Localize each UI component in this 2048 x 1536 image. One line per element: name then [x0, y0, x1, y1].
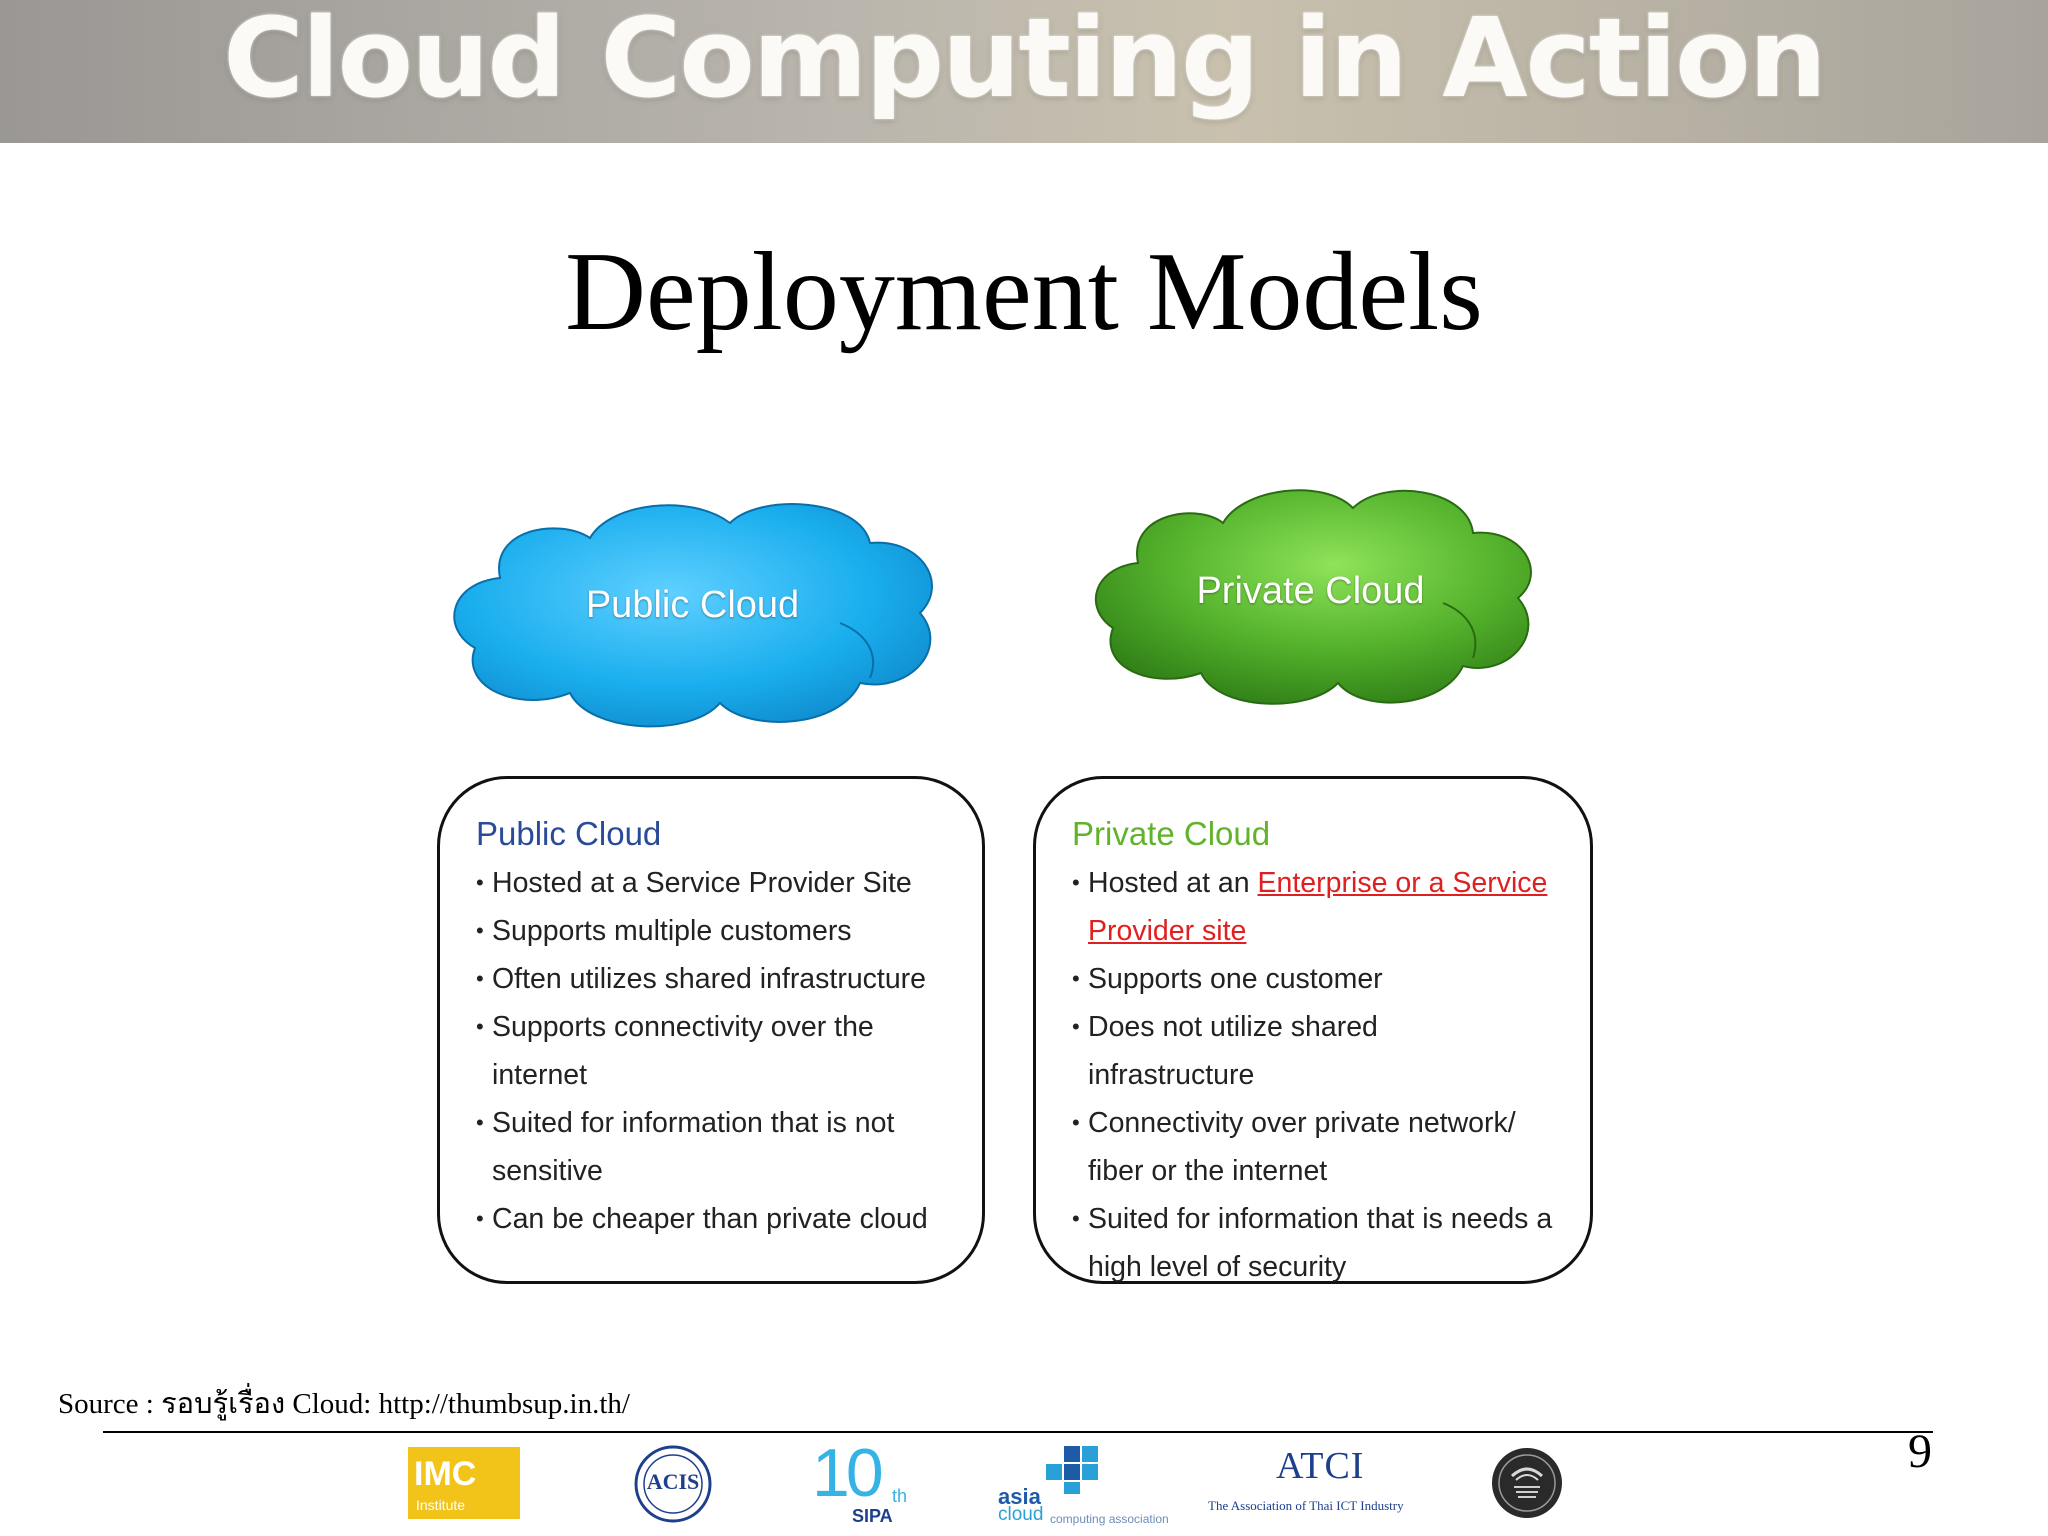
private-cloud-card: Private Cloud Hosted at an Enterprise or… [1033, 776, 1593, 1284]
bullet-prefix: Hosted at an [1088, 867, 1258, 899]
list-item: Supports multiple customers [476, 907, 956, 955]
public-card-bullets: Hosted at a Service Provider Site Suppor… [476, 859, 956, 1243]
list-item: Hosted at a Service Provider Site [476, 859, 956, 907]
imc-logo-text: IMC [414, 1455, 477, 1493]
list-item: Connectivity over private network/ fiber… [1072, 1099, 1558, 1195]
private-cloud-shape: Private Cloud [1083, 478, 1538, 714]
list-item: Supports one customer [1072, 955, 1562, 1003]
list-item: Does not utilize shared infrastructure [1072, 1003, 1408, 1099]
asia-logo-text-2: cloud [998, 1504, 1044, 1525]
slide-title: Deployment Models [565, 230, 1483, 354]
public-cloud-shape: Public Cloud [440, 488, 945, 738]
private-card-title: Private Cloud [1072, 815, 1271, 852]
public-cloud-label: Public Cloud [585, 584, 800, 626]
asia-cloud-logo: asia cloud computing association [996, 1446, 1192, 1530]
source-url: Cloud: http://thumbsup.in.th/ [285, 1388, 630, 1420]
imc-logo: IMC Institute [408, 1447, 520, 1519]
acis-logo-text: ACIS [646, 1469, 700, 1494]
top-banner: Cloud Computing in Action [0, 0, 2048, 143]
list-item: Supports connectivity over the internet [476, 1003, 912, 1099]
council-emblem-logo [1490, 1446, 1564, 1520]
list-item: Can be cheaper than private cloud [476, 1195, 956, 1243]
sipa-logo-number: 10 [812, 1435, 884, 1511]
list-item: Suited for information that is not sensi… [476, 1099, 932, 1195]
highlight-link[interactable]: Enterprise or a Service [1257, 867, 1548, 899]
cloud-icon [1094, 489, 1532, 705]
atci-logo: ATCI The Association of Thai ICT Industr… [1208, 1444, 1426, 1524]
private-card-bullets: Hosted at an Enterprise or a ServiceProv… [1072, 859, 1562, 1291]
source-thai: รอบรู้เรื่อง [161, 1388, 286, 1420]
public-card-title: Public Cloud [476, 815, 662, 852]
page-number: 9 [1908, 1425, 1932, 1478]
sipa-logo: 10 th SIPA [812, 1435, 924, 1530]
footer-divider [103, 1431, 1933, 1433]
acis-logo: ACIS [634, 1445, 712, 1523]
public-cloud-card: Public Cloud Hosted at a Service Provide… [437, 776, 985, 1284]
source-prefix: Source : [58, 1388, 162, 1420]
seal-icon [634, 1445, 712, 1523]
imc-logo-sub: Institute [416, 1497, 466, 1513]
cube-icon [1046, 1446, 1106, 1496]
asia-logo-text-3: computing association [1050, 1512, 1169, 1526]
private-cloud-label: Private Cloud [1196, 570, 1425, 612]
sipa-logo-th: th [892, 1486, 908, 1506]
atci-logo-sub: The Association of Thai ICT Industry [1208, 1498, 1404, 1513]
sipa-logo-name: SIPA [852, 1506, 893, 1526]
source-citation: Source : รอบรู้เรื่อง Cloud: http://thum… [58, 1380, 630, 1426]
list-item: Suited for information that is needs a h… [1072, 1195, 1558, 1291]
emblem-icon [1492, 1448, 1562, 1518]
list-item: Often utilizes shared infrastructure [476, 955, 956, 1003]
cloud-icon [453, 503, 933, 728]
banner-title: Cloud Computing in Action [223, 0, 1827, 122]
highlight-link[interactable]: Provider site [1088, 915, 1247, 947]
list-item: Hosted at an Enterprise or a ServiceProv… [1072, 859, 1562, 955]
asia-logo-text-1: asia [998, 1484, 1041, 1509]
atci-logo-text: ATCI [1276, 1445, 1365, 1487]
